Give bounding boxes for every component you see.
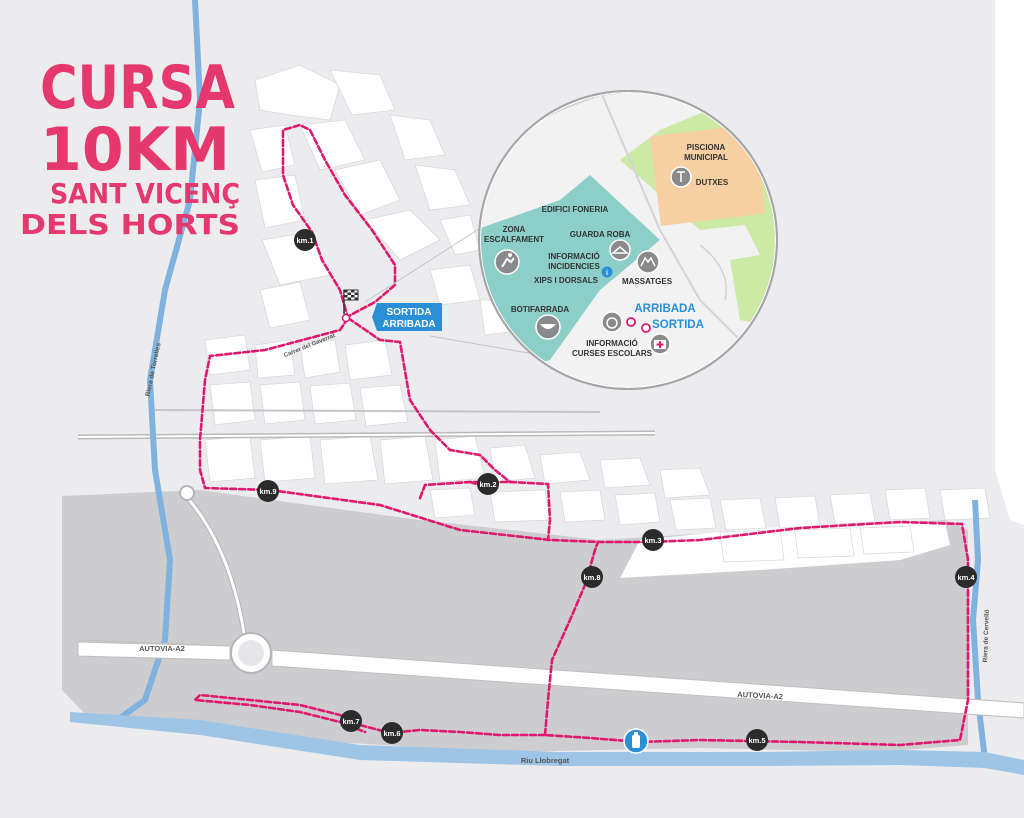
runner-icon bbox=[494, 249, 520, 275]
km1-marker: km.1 bbox=[294, 229, 316, 251]
svg-text:DUTXES: DUTXES bbox=[696, 178, 729, 187]
start-finish-callout: SORTIDA ARRIBADA bbox=[372, 303, 442, 331]
inset-icons: i bbox=[494, 166, 692, 355]
svg-text:SORTIDA: SORTIDA bbox=[652, 319, 704, 331]
svg-text:INFORMACIÓ: INFORMACIÓ bbox=[586, 339, 638, 348]
svg-text:ARRIBADA: ARRIBADA bbox=[382, 319, 435, 330]
riera-cervello-river bbox=[969, 499, 988, 761]
start-point-inset bbox=[641, 323, 651, 333]
town-blocks bbox=[204, 64, 991, 563]
svg-text:INCIDENCIES: INCIDENCIES bbox=[548, 262, 600, 271]
water-bottle-icon bbox=[623, 728, 649, 754]
km6-marker: km.6 bbox=[381, 722, 403, 744]
km4-marker: km.4 bbox=[955, 566, 977, 588]
svg-text:km.1: km.1 bbox=[296, 236, 313, 245]
svg-text:km.5: km.5 bbox=[748, 736, 765, 745]
svg-text:AUTOVIA-A2: AUTOVIA-A2 bbox=[139, 644, 185, 653]
km2-marker: km.2 bbox=[477, 473, 499, 495]
svg-text:km.9: km.9 bbox=[259, 487, 276, 496]
km3-marker: km.3 bbox=[642, 529, 664, 551]
info-icon bbox=[601, 266, 613, 278]
inset-detail bbox=[478, 90, 778, 390]
svg-text:DELS HORTS: DELS HORTS bbox=[20, 208, 240, 241]
svg-text:Riera de Cervelló: Riera de Cervelló bbox=[982, 609, 991, 662]
svg-text:km.4: km.4 bbox=[957, 573, 975, 582]
svg-text:XIPS I DORSALS: XIPS I DORSALS bbox=[534, 276, 599, 285]
railway bbox=[77, 409, 656, 440]
svg-text:ARRIBADA: ARRIBADA bbox=[634, 303, 695, 315]
svg-text:MASSATGES: MASSATGES bbox=[622, 277, 673, 286]
svg-text:CURSA: CURSA bbox=[40, 53, 235, 123]
stopwatch-icon bbox=[601, 311, 623, 333]
start-point bbox=[341, 313, 351, 323]
svg-text:MUNICIPAL: MUNICIPAL bbox=[684, 153, 728, 162]
svg-text:AUTOVIA-A2: AUTOVIA-A2 bbox=[737, 690, 783, 701]
svg-text:SANT VICENÇ: SANT VICENÇ bbox=[50, 177, 240, 210]
svg-text:ESCALFAMENT: ESCALFAMENT bbox=[484, 235, 544, 244]
svg-text:km.8: km.8 bbox=[583, 573, 600, 582]
checkered-flag-icon bbox=[343, 289, 359, 314]
km5-marker: km.5 bbox=[746, 729, 768, 751]
inset-leaders bbox=[364, 224, 541, 356]
svg-text:PISCIONA: PISCIONA bbox=[687, 143, 726, 152]
svg-text:10KM: 10KM bbox=[40, 115, 230, 185]
svg-text:BOTIFARRADA: BOTIFARRADA bbox=[511, 305, 569, 314]
svg-text:i: i bbox=[606, 270, 608, 277]
svg-text:SORTIDA: SORTIDA bbox=[387, 307, 432, 318]
race-route bbox=[192, 123, 970, 747]
svg-text:km.6: km.6 bbox=[383, 729, 400, 738]
riu-llobregat-river bbox=[70, 712, 1024, 775]
svg-text:INFORMACIÓ: INFORMACIÓ bbox=[548, 252, 600, 261]
svg-text:km.7: km.7 bbox=[342, 717, 359, 726]
svg-text:Riu Llobregat: Riu Llobregat bbox=[521, 756, 570, 765]
svg-text:GUARDA ROBA: GUARDA ROBA bbox=[570, 230, 631, 239]
km8-marker: km.8 bbox=[581, 566, 603, 588]
race-title: CURSA 10KM SANT VICENÇ DELS HORTS bbox=[20, 53, 240, 241]
km7-marker: km.7 bbox=[340, 710, 362, 732]
finish-point-inset bbox=[626, 317, 636, 327]
svg-text:km.2: km.2 bbox=[479, 480, 496, 489]
riera-torrelles-river bbox=[118, 0, 204, 721]
svg-text:ZONA: ZONA bbox=[503, 225, 526, 234]
km-markers: km.1 km.2 km.3 km.4 km.5 km.6 km.7 km.8 … bbox=[257, 229, 977, 751]
svg-text:CURSES ESCOLARS: CURSES ESCOLARS bbox=[572, 349, 653, 358]
hanger-icon bbox=[609, 239, 631, 261]
svg-text:EDIFICI FONERIA: EDIFICI FONERIA bbox=[542, 205, 609, 214]
svg-text:km.3: km.3 bbox=[644, 536, 661, 545]
inset-labels: PISCIONA MUNICIPAL DUTXES EDIFICI FONERI… bbox=[484, 143, 729, 358]
km9-marker: km.9 bbox=[257, 480, 279, 502]
